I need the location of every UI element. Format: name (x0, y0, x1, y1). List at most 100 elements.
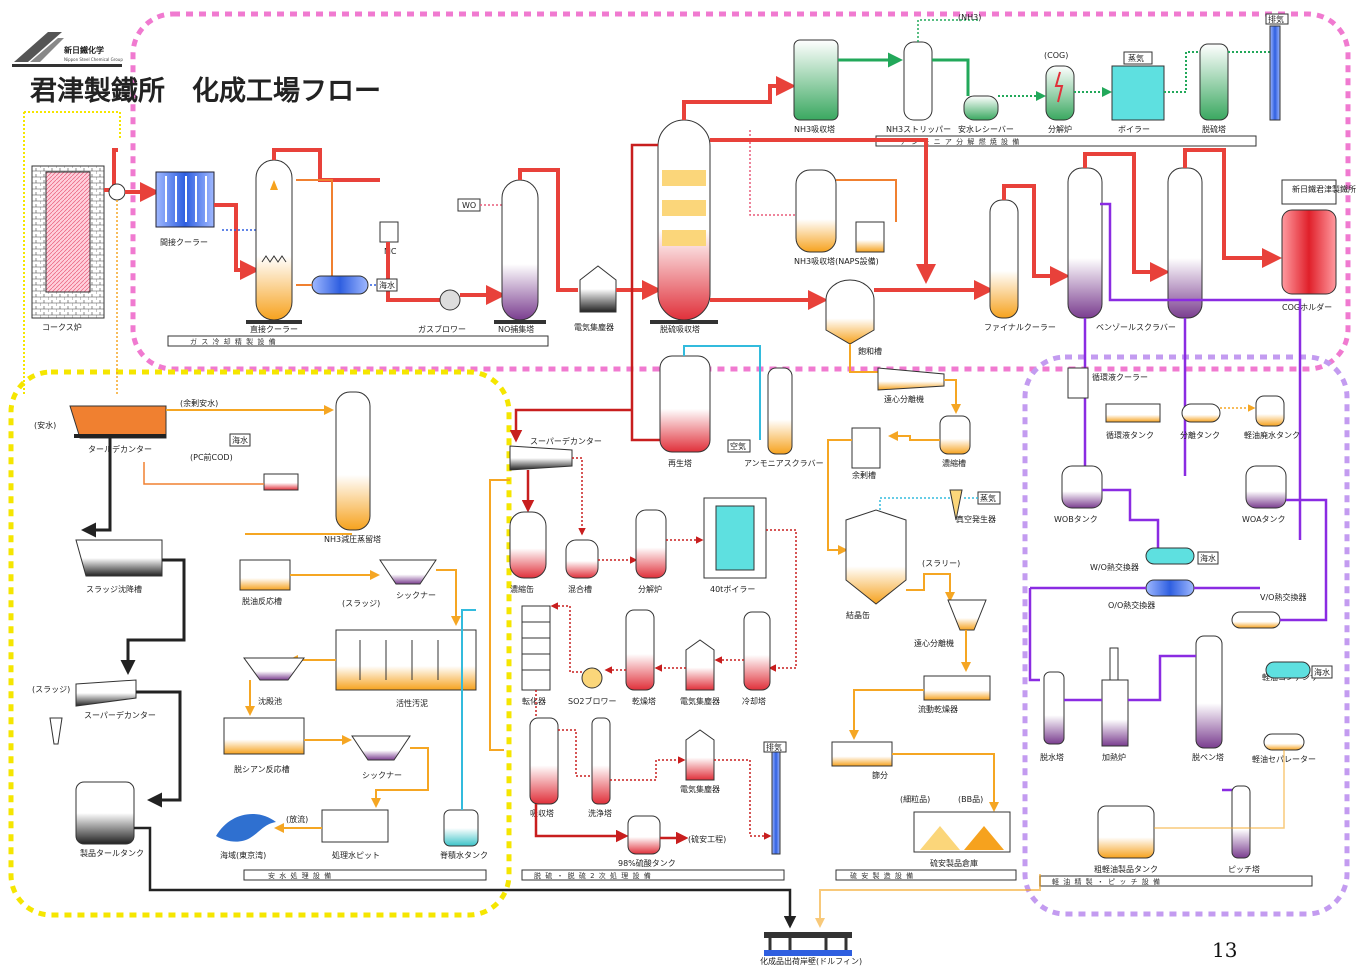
waste-oil-tank: 軽油廃水タンク (1244, 396, 1300, 440)
svg-text:脱 硫 ・ 脱 硫 2 次 処 理 設 備: 脱 硫 ・ 脱 硫 2 次 処 理 設 備 (534, 871, 652, 880)
svg-text:NH3ストリッパー: NH3ストリッパー (886, 125, 951, 134)
svg-text:処理水ピット: 処理水ピット (332, 850, 380, 860)
no-collector: NO捕集塔 (494, 180, 546, 334)
fluidized-dryer: 流動乾燥器 (918, 676, 990, 714)
logo-text: 新日鐵化学 (64, 45, 104, 55)
boiler-40t: 40tボイラー (704, 498, 766, 594)
svg-text:NH3吸収塔: NH3吸収塔 (794, 124, 835, 134)
svg-text:循環液タンク: 循環液タンク (1106, 430, 1154, 440)
treated-water-pit: 処理水ピット (322, 810, 388, 860)
svg-text:硫安製品倉庫: 硫安製品倉庫 (930, 858, 978, 868)
svg-text:NH3減圧蒸留塔: NH3減圧蒸留塔 (324, 534, 381, 544)
tar-product-tank: 製品タールタンク (76, 782, 144, 858)
svg-text:(余剰安水): (余剰安水) (180, 398, 218, 408)
electrostatic-precipitator-2: 電気集塵器 (680, 640, 720, 706)
svg-text:40tボイラー: 40tボイラー (710, 585, 755, 594)
page-title: 君津製鐵所 化成工場フロー (30, 76, 381, 107)
svg-text:沈殿池: 沈殿池 (258, 696, 282, 706)
saturator: 飽和槽 (826, 280, 882, 356)
svg-text:海域(東京湾): 海域(東京湾) (220, 850, 266, 860)
cooling-tower: 冷却塔 (742, 612, 770, 706)
exhaust-stack-2: 排気 (764, 742, 786, 854)
svg-text:海水: 海水 (1314, 667, 1330, 677)
svg-text:(BB品): (BB品) (958, 795, 983, 804)
cyanide-removal-reactor: 脱シアン反応槽 (224, 718, 304, 774)
svg-text:蒸気: 蒸気 (980, 493, 996, 503)
svg-text:98%硫酸タンク: 98%硫酸タンク (618, 858, 676, 868)
nh3-stripper: NH3ストリッパー (886, 42, 951, 134)
svg-text:(NH3): (NH3) (958, 13, 981, 22)
page-number: 13 (1212, 938, 1237, 962)
svg-text:スーパーデカンター: スーパーデカンター (530, 436, 602, 446)
svg-text:アンモニアスクラバー: アンモニアスクラバー (744, 459, 824, 468)
svg-text:製品タールタンク: 製品タールタンク (80, 848, 144, 858)
ammonia-scrubber: アンモニアスクラバー (744, 368, 824, 468)
svg-text:(COG): (COG) (1044, 51, 1068, 60)
logo-subtext: Nippon Steel Chemical Group (64, 57, 123, 62)
circulation-cooler: 循環液クーラー (1068, 368, 1148, 398)
sulfuric-acid-tank: 98%硫酸タンク (618, 816, 676, 868)
benzol-scrubber-1 (1068, 168, 1102, 318)
thickener-3: 濃縮槽 (940, 416, 970, 468)
vo-heat-exchanger: V/O熱交換器 (1232, 592, 1306, 628)
svg-text:(PC前COD): (PC前COD) (190, 452, 233, 462)
svg-text:脱油反応槽: 脱油反応槽 (242, 596, 282, 606)
svg-text:ボイラー: ボイラー (1118, 125, 1150, 134)
svg-text:スラッジ沈降槽: スラッジ沈降槽 (86, 584, 142, 594)
crude-oil-product-tank: 粗軽油製品タンク (1094, 806, 1158, 874)
svg-text:(硫安工程): (硫安工程) (688, 834, 726, 844)
circulation-tank: 循環液タンク (1106, 404, 1160, 440)
svg-text:電気集塵器: 電気集塵器 (680, 784, 720, 794)
exhaust-stack-1: 排気 (1266, 14, 1288, 120)
boiler-top: 蒸気 ボイラー (1112, 52, 1164, 134)
crystallizer: 結晶缶 (846, 510, 906, 620)
benzol-scrubber-2 (1168, 168, 1202, 318)
svg-text:分解炉: 分解炉 (638, 584, 662, 594)
svg-text:O/O熱交換器: O/O熱交換器 (1108, 600, 1155, 610)
svg-text:(スラッジ): (スラッジ) (32, 685, 70, 694)
desulfurization-absorber: 脱硫吸収塔 (650, 120, 718, 334)
svg-text:循環液クーラー: 循環液クーラー (1092, 372, 1148, 382)
svg-text:COGホルダー: COGホルダー (1282, 302, 1332, 312)
dephenol-reactor: 脱油反応槽 (240, 560, 290, 606)
indirect-cooler: 間接クーラー (156, 172, 214, 247)
svg-text:SO2ブロワー: SO2ブロワー (568, 696, 616, 706)
settling-pond: 沈殿池 (244, 658, 304, 706)
woa-tank: WOAタンク (1242, 466, 1286, 524)
svg-text:軽 油 精 製 ・ ピ ッ チ 設 備: 軽 油 精 製 ・ ピ ッ チ 設 備 (1052, 877, 1161, 886)
svg-text:余剰槽: 余剰槽 (852, 470, 876, 480)
svg-text:安 水 処 理 設 備: 安 水 処 理 設 備 (268, 871, 332, 880)
svg-text:脱ベン塔: 脱ベン塔 (1192, 752, 1224, 762)
oil-condenser (1266, 662, 1310, 678)
tar-decanter: タールデカンター (70, 406, 166, 454)
svg-text:真空発生器: 真空発生器 (956, 514, 996, 524)
regeneration-tower: 再生塔 (660, 356, 710, 468)
mixing-tank: 混合槽 (566, 540, 598, 594)
svg-text:軽油廃水タンク: 軽油廃水タンク (1244, 430, 1300, 440)
svg-text:(放流): (放流) (286, 814, 308, 824)
dolphin-icon: 海域(東京湾) (216, 814, 276, 860)
so2-blower: SO2ブロワー (568, 668, 616, 706)
svg-text:流動乾燥器: 流動乾燥器 (918, 704, 958, 714)
gas-blower: ガスブロワー (418, 290, 466, 334)
sludge-tank: スラッジ沈降槽 (76, 540, 162, 594)
svg-text:脱水塔: 脱水塔 (1040, 752, 1064, 762)
thickener-2: シックナー (352, 736, 410, 780)
svg-text:化成品出荷岸壁(ドルフィン): 化成品出荷岸壁(ドルフィン) (760, 956, 862, 966)
svg-text:蒸気: 蒸気 (1128, 53, 1144, 63)
svg-text:分離タンク: 分離タンク (1180, 430, 1220, 440)
electrostatic-precipitator-1: 電気集塵器 (574, 266, 616, 332)
svg-text:乾燥塔: 乾燥塔 (632, 696, 656, 706)
drying-tower: 乾燥塔 (626, 610, 656, 706)
svg-text:濃縮槽: 濃縮槽 (942, 458, 966, 468)
svg-text:脱硫塔: 脱硫塔 (1202, 124, 1226, 134)
svg-text:篩分: 篩分 (872, 770, 888, 780)
svg-text:活性汚泥: 活性汚泥 (396, 698, 428, 708)
svg-text:海水: 海水 (232, 435, 248, 445)
heating-furnace: 加熱炉 (1102, 648, 1128, 762)
absorption-tower-2: 吸収塔 (530, 718, 558, 818)
ammonia-receiver: 安水レシーバー (958, 96, 1014, 134)
svg-text:スーパーデカンター: スーパーデカンター (84, 710, 156, 720)
svg-text:MC: MC (384, 247, 397, 256)
